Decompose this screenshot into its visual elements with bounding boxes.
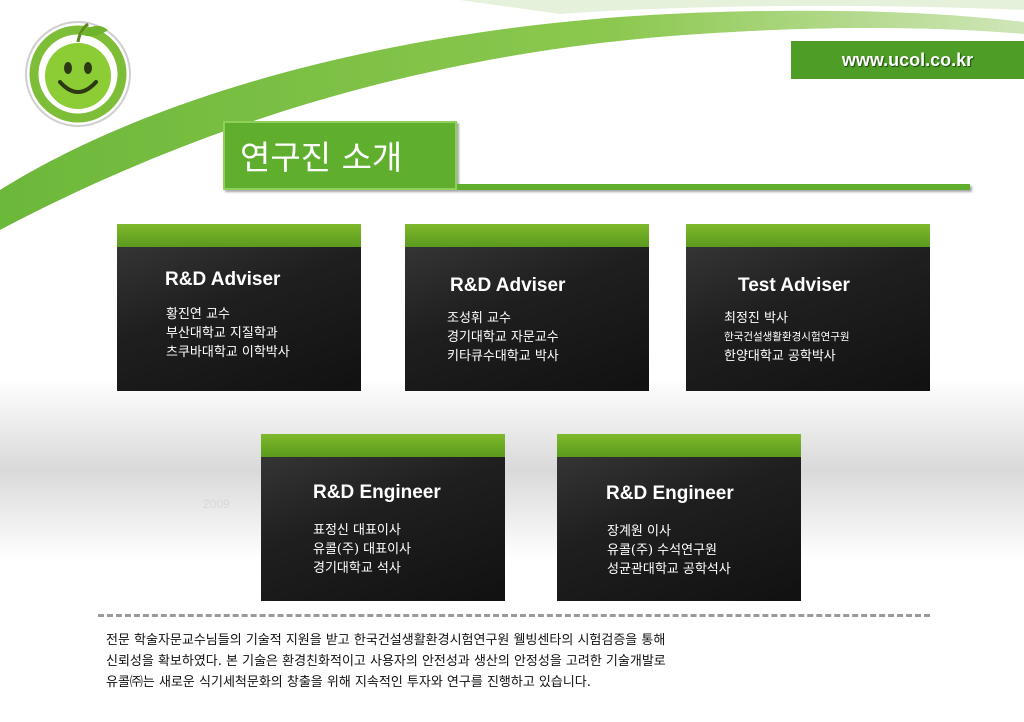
card-affiliation: 부산대학교 지질학과: [166, 326, 278, 341]
smiley-apple-logo-icon: [25, 21, 131, 127]
card-role: R&D Engineer: [606, 483, 734, 504]
description-line: 신뢰성을 확보하였다. 본 기술은 환경친화적이고 사용자의 안전성과 생산의 …: [106, 654, 666, 669]
card-affiliation: 유콜(주) 수석연구원: [607, 543, 717, 558]
card-affiliation: 한국건설생활환경시험연구원: [724, 331, 850, 343]
description-text: 전문 학술자문교수님들의 기술적 지원을 받고 한국건설생활환경시험연구원 웰빙…: [106, 630, 666, 693]
card-header-stripe: [117, 224, 361, 247]
card-info: 조성휘 교수 경기대학교 자문교수 키타큐수대학교 박사: [447, 309, 559, 366]
description-line: 전문 학술자문교수님들의 기술적 지원을 받고 한국건설생활환경시험연구원 웰빙…: [106, 633, 666, 648]
card-affiliation: 유콜(주) 대표이사: [313, 542, 411, 557]
page-title: 연구진 소개: [240, 138, 403, 177]
card-degree: 성균관대학교 공학석사: [607, 562, 731, 577]
card-degree: 경기대학교 석사: [313, 561, 401, 576]
card-name: 표정신 대표이사: [313, 523, 401, 538]
card-header-stripe: [261, 434, 505, 457]
card-info: 황진연 교수 부산대학교 지질학과 츠쿠바대학교 이학박사: [166, 305, 290, 362]
year-watermark: 2009: [203, 497, 230, 511]
card-role: R&D Adviser: [450, 275, 566, 296]
card-info: 표정신 대표이사 유콜(주) 대표이사 경기대학교 석사: [313, 521, 411, 578]
researcher-card: Test Adviser 최정진 박사 한국건설생활환경시험연구원 한양대학교 …: [686, 224, 930, 391]
card-name: 조성휘 교수: [447, 311, 511, 326]
card-header-stripe: [686, 224, 930, 247]
card-role: R&D Adviser: [165, 269, 281, 290]
card-degree: 츠쿠바대학교 이학박사: [166, 345, 290, 360]
card-info: 최정진 박사 한국건설생활환경시험연구원 한양대학교 공학박사: [724, 309, 850, 366]
dashed-divider: [98, 614, 930, 617]
description-line: 유콜㈜는 새로운 식기세척문화의 창출을 위해 지속적인 투자와 연구를 진행하…: [106, 675, 591, 690]
card-name: 장계원 이사: [607, 524, 671, 539]
researcher-card: R&D Adviser 황진연 교수 부산대학교 지질학과 츠쿠바대학교 이학박…: [117, 224, 361, 391]
card-info: 장계원 이사 유콜(주) 수석연구원 성균관대학교 공학석사: [607, 522, 731, 579]
card-affiliation: 경기대학교 자문교수: [447, 330, 559, 345]
researcher-card: R&D Engineer 장계원 이사 유콜(주) 수석연구원 성균관대학교 공…: [557, 434, 801, 601]
page-title-box: [223, 121, 457, 190]
researcher-card: R&D Engineer 표정신 대표이사 유콜(주) 대표이사 경기대학교 석…: [261, 434, 505, 601]
card-role: R&D Engineer: [313, 482, 441, 503]
card-degree: 한양대학교 공학박사: [724, 349, 836, 364]
card-header-stripe: [405, 224, 649, 247]
researcher-card: R&D Adviser 조성휘 교수 경기대학교 자문교수 키타큐수대학교 박사: [405, 224, 649, 391]
card-role: Test Adviser: [738, 275, 850, 296]
card-header-stripe: [557, 434, 801, 457]
title-underline: [457, 184, 970, 190]
website-url-link[interactable]: www.ucol.co.kr: [791, 41, 1024, 79]
card-name: 황진연 교수: [166, 307, 230, 322]
card-name: 최정진 박사: [724, 311, 788, 326]
card-degree: 키타큐수대학교 박사: [447, 349, 559, 364]
